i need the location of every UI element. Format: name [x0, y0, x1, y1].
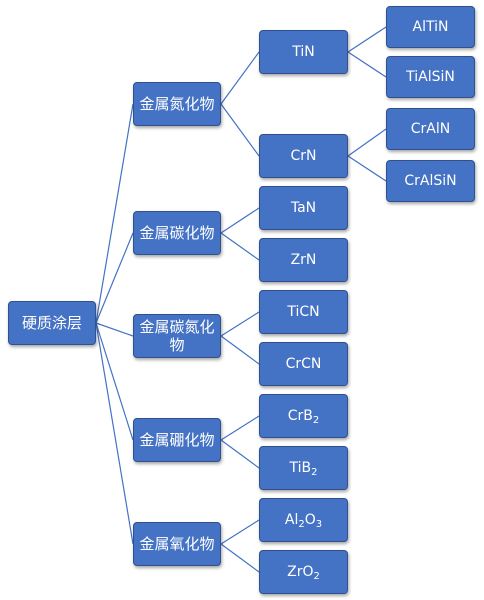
connector-line: [220, 439, 260, 469]
compound-label: ZrO2: [287, 563, 320, 582]
compound-tib2: TiB2: [259, 446, 348, 490]
compound-cralsin: CrAlSiN: [386, 160, 475, 202]
connector-line: [347, 51, 387, 78]
compound-label: CrN: [290, 147, 317, 164]
connector-line: [95, 322, 134, 441]
compound-label: AlTiN: [412, 18, 449, 35]
connector-line: [347, 128, 387, 157]
compound-altin: AlTiN: [386, 6, 475, 48]
subscript: 2: [298, 518, 305, 530]
compound-tin: TiN: [259, 30, 348, 74]
compound-label: TiCN: [287, 303, 320, 320]
category-metal-nitrides: 金属氮化物: [133, 82, 221, 126]
connector-line: [347, 26, 387, 53]
compound-label: TiN: [292, 43, 315, 60]
compound-label: CrAlSiN: [404, 172, 457, 189]
compound-label: CrAlN: [410, 120, 451, 137]
subscript: 2: [313, 570, 320, 582]
connector-line: [220, 51, 260, 105]
category-metal-oxides: 金属氧化物: [133, 522, 221, 566]
connector-line: [95, 103, 134, 324]
category-label: 金属硼化物: [139, 431, 215, 449]
category-metal-borides: 金属硼化物: [133, 418, 221, 462]
compound-label: CrB2: [287, 407, 320, 426]
root-label: 硬质涂层: [21, 314, 82, 332]
connector-line: [220, 543, 260, 573]
compound-crn: CrN: [259, 134, 348, 178]
connector-line: [220, 519, 260, 545]
compound-tan: TaN: [259, 186, 348, 230]
compound-tialsin: TiAlSiN: [386, 56, 475, 98]
compound-label: TaN: [290, 199, 317, 216]
connector-line: [220, 103, 260, 157]
category-label: 金属氮化物: [139, 95, 215, 113]
compound-label: TiB2: [289, 459, 318, 478]
connector-line: [347, 155, 387, 182]
compound-ticn: TiCN: [259, 290, 348, 334]
connector-line: [95, 232, 134, 324]
compound-crcn: CrCN: [259, 342, 348, 386]
subscript: 2: [312, 414, 320, 426]
category-label: 金属碳化物: [139, 224, 215, 242]
compound-al2o3: Al2O3: [259, 498, 348, 542]
category-metal-carbonitrides: 金属碳氮化 物: [133, 314, 221, 358]
subscript: 3: [315, 518, 323, 530]
compound-label: ZrN: [290, 251, 317, 268]
tree-connectors: [95, 26, 387, 573]
connector-line: [220, 232, 260, 261]
category-label: 金属碳氮化 物: [139, 318, 215, 354]
connector-line: [220, 207, 260, 234]
compound-zrn: ZrN: [259, 238, 348, 282]
connector-line: [95, 322, 134, 545]
connector-line: [95, 322, 134, 337]
compound-label: CrCN: [285, 355, 322, 372]
connector-line: [220, 335, 260, 365]
compound-zro2: ZrO2: [259, 550, 348, 594]
connector-line: [220, 311, 260, 337]
root-node-hard-coatings: 硬质涂层: [8, 301, 96, 345]
compound-crb2: CrB2: [259, 394, 348, 438]
category-label: 金属氧化物: [139, 535, 215, 553]
compound-craln: CrAlN: [386, 108, 475, 150]
connector-line: [220, 415, 260, 441]
category-metal-carbides: 金属碳化物: [133, 211, 221, 255]
compound-label: TiAlSiN: [406, 68, 455, 85]
compound-label: Al2O3: [284, 511, 323, 530]
subscript: 2: [311, 466, 318, 478]
